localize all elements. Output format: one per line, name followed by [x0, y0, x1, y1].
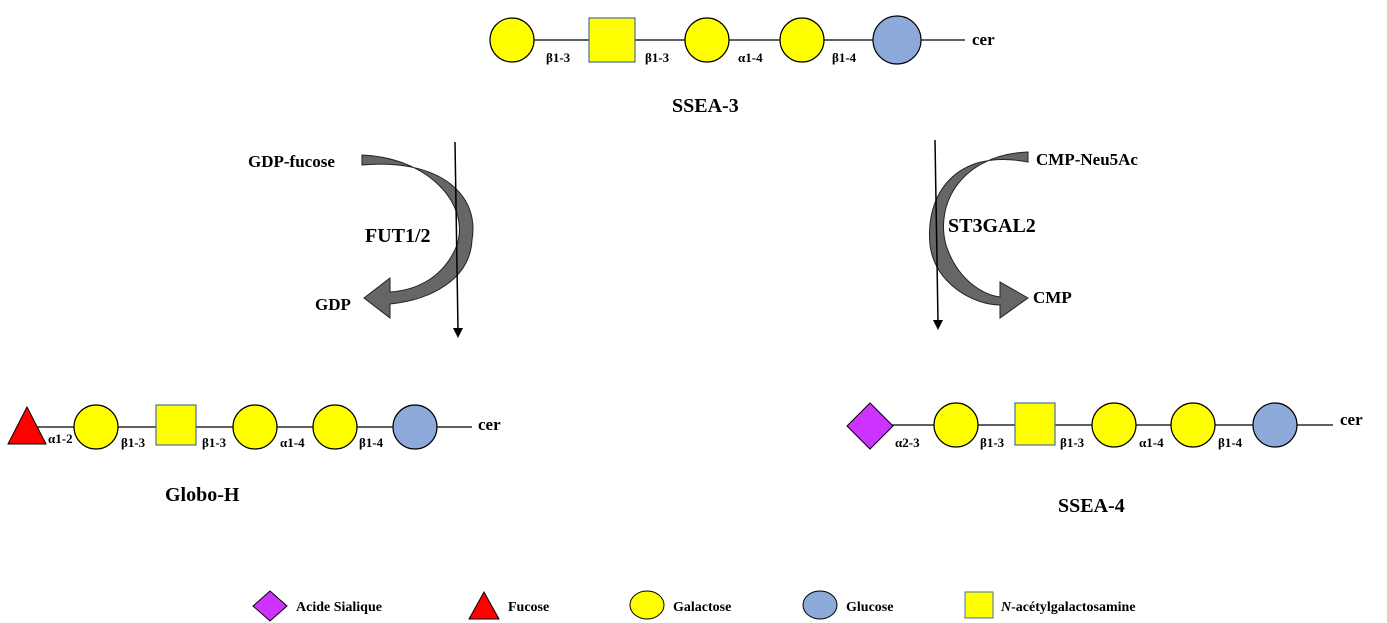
- legend-fucose-icon: [468, 590, 500, 620]
- legend-galnac-icon: [964, 591, 994, 619]
- right-donor: CMP-Neu5Ac: [1036, 150, 1138, 169]
- ssea3-link-2: β1-3: [645, 50, 670, 65]
- ssea4-title: SSEA-4: [1058, 495, 1125, 517]
- left-enzyme: FUT1/2: [365, 225, 431, 247]
- ssea4-galactose-2: [1091, 402, 1137, 448]
- ssea4-link-1: α2-3: [895, 435, 920, 450]
- ssea3-link-3: α1-4: [738, 50, 763, 65]
- legend-glucose-icon: [802, 590, 838, 620]
- ssea3-title: SSEA-3: [672, 95, 739, 117]
- ssea3-galactose-1: [489, 17, 535, 63]
- ssea4-link-2: β1-3: [980, 435, 1005, 450]
- ssea4-link-3: β1-3: [1060, 435, 1085, 450]
- ssea4-galnac: [1014, 402, 1056, 446]
- globoh-link-2: β1-3: [121, 435, 146, 450]
- ssea3-glucose: [872, 15, 922, 65]
- globoh-link-1: α1-2: [48, 431, 73, 446]
- legend-galactose-icon: [629, 590, 665, 620]
- globoh-link-5: β1-4: [359, 435, 384, 450]
- right-curved-arrow: [928, 151, 1029, 319]
- ssea3-link-1: β1-3: [546, 50, 571, 65]
- right-enzyme: ST3GAL2: [948, 215, 1036, 237]
- ssea3-link-4: β1-4: [832, 50, 857, 65]
- left-arrow-head: [453, 328, 463, 338]
- legend: Acide Sialique Fucose Galactose Glucose …: [252, 590, 1136, 622]
- ssea4-structure: α2-3 β1-3 β1-3 α1-4 β1-4 cer SSEA-4: [846, 402, 1363, 517]
- ssea4-link-4: α1-4: [1139, 435, 1164, 450]
- globoh-galactose-1: [73, 404, 119, 450]
- ssea3-cer: cer: [972, 30, 995, 49]
- globoh-link-4: α1-4: [280, 435, 305, 450]
- globoh-galnac: [155, 404, 197, 446]
- legend-fucose-label: Fucose: [508, 600, 549, 615]
- left-donor: GDP-fucose: [248, 152, 335, 171]
- globoh-glucose: [392, 404, 438, 450]
- globoh-cer: cer: [478, 415, 501, 434]
- legend-sialic-icon: [252, 590, 288, 622]
- ssea4-cer: cer: [1340, 410, 1363, 429]
- left-product: GDP: [315, 295, 351, 314]
- globoh-galactose-3: [312, 404, 358, 450]
- globoh-galactose-2: [232, 404, 278, 450]
- ssea4-link-5: β1-4: [1218, 435, 1243, 450]
- right-arrow-head: [933, 320, 943, 330]
- globoh-title: Globo-H: [165, 484, 240, 506]
- ssea3-galactose-3: [779, 17, 825, 63]
- right-reaction: CMP-Neu5Ac ST3GAL2 CMP: [928, 139, 1138, 330]
- globoh-structure: α1-2 β1-3 β1-3 α1-4 β1-4 cer Globo-H: [7, 404, 501, 506]
- left-curved-arrow: [361, 154, 474, 320]
- left-reaction: GDP-fucose FUT1/2 GDP: [248, 141, 474, 338]
- right-product: CMP: [1033, 288, 1072, 307]
- legend-sialic-label: Acide Sialique: [296, 600, 382, 615]
- ssea3-galactose-2: [684, 17, 730, 63]
- ssea4-galactose-1: [933, 402, 979, 448]
- legend-galactose-label: Galactose: [673, 600, 731, 615]
- legend-glucose-label: Glucose: [846, 600, 893, 615]
- ssea3-structure: β1-3 β1-3 α1-4 β1-4 cer SSEA-3: [489, 15, 995, 117]
- ssea4-galactose-3: [1170, 402, 1216, 448]
- ssea4-sialic-acid: [846, 402, 894, 450]
- legend-galnac-label: N-acétylgalactosamine: [1000, 600, 1136, 615]
- ssea3-galnac: [588, 17, 636, 63]
- globoh-link-3: β1-3: [202, 435, 227, 450]
- globoh-fucose: [7, 405, 47, 445]
- ssea4-glucose: [1252, 402, 1298, 448]
